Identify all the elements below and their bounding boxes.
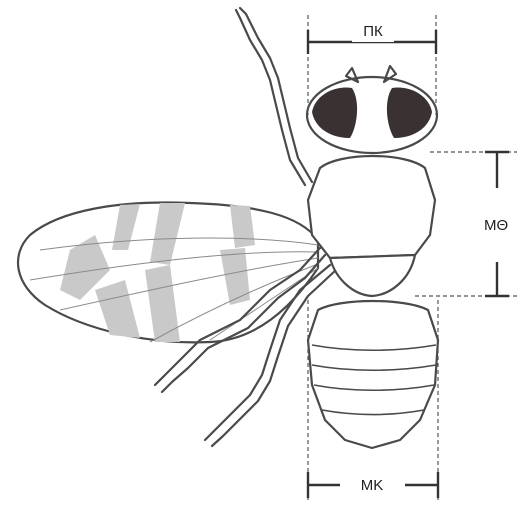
thorax xyxy=(308,156,435,258)
thorax-length-label: MΘ xyxy=(484,217,508,234)
head-width-label: ПК xyxy=(363,23,383,40)
abdomen xyxy=(308,301,438,448)
abdomen-width-label: MK xyxy=(361,477,384,494)
scutellum xyxy=(330,255,415,296)
wing xyxy=(18,202,318,342)
head xyxy=(307,66,437,153)
